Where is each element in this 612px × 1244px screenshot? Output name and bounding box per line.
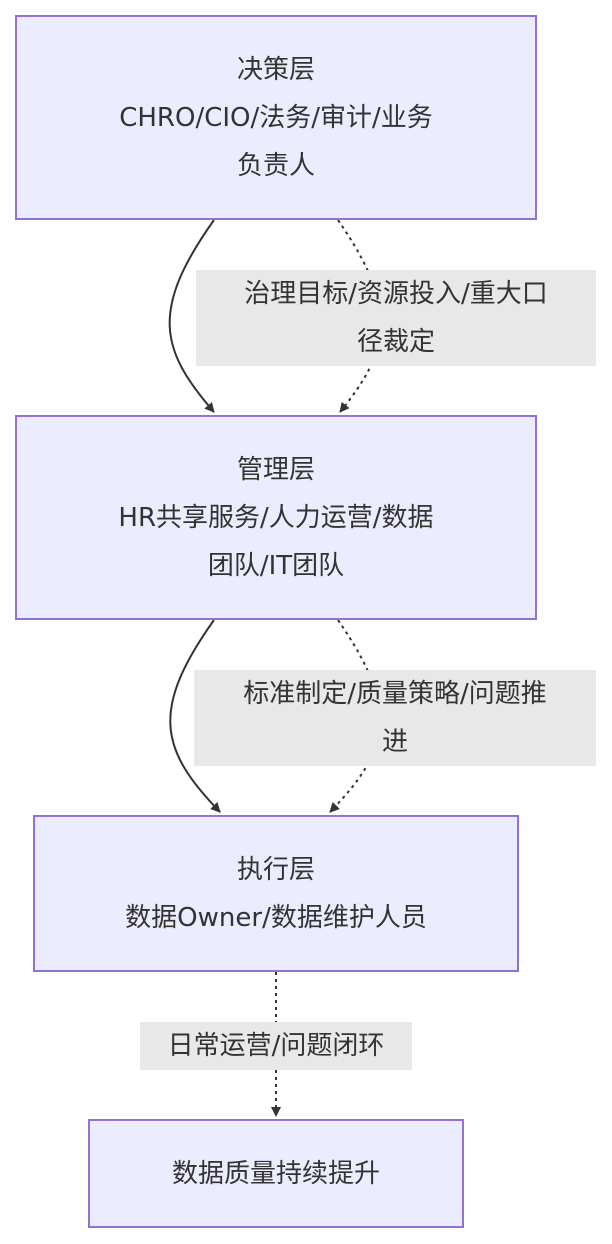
edge-label-management-execution-line-1: 标准制定/质量策略/问题推	[243, 679, 547, 709]
edge-management-execution-solid	[169, 619, 221, 813]
node-management-line-2: HR共享服务/人力运营/数据	[118, 502, 434, 533]
node-decision-line-3: 负责人	[236, 150, 315, 181]
node-execution-line-1: 执行层	[236, 854, 315, 885]
edge-label-execution-outcome-line-1: 日常运营/问题闭环	[167, 1031, 385, 1061]
node-management-line-3: 团队/IT团队	[207, 550, 345, 581]
edge-label-decision-management-line-2: 径裁定	[356, 327, 435, 357]
edge-label-management-execution-line-2: 进	[381, 727, 408, 757]
edge-label-management-execution: 标准制定/质量策略/问题推 进	[194, 670, 596, 766]
node-management-line-1: 管理层	[236, 454, 315, 485]
node-execution-line-2: 数据Owner/数据维护人员	[125, 902, 427, 933]
node-decision-line-1: 决策层	[236, 54, 315, 85]
node-decision-line-2: CHRO/CIO/法务/审计/业务	[119, 102, 433, 133]
node-outcome-line-1: 数据质量持续提升	[171, 1158, 380, 1189]
edge-management-execution-dotted	[329, 619, 381, 813]
node-execution-layer: 执行层 数据Owner/数据维护人员	[33, 815, 519, 972]
node-decision-layer: 决策层 CHRO/CIO/法务/审计/业务 负责人	[15, 15, 537, 220]
edge-decision-management-dotted	[337, 219, 382, 413]
node-management-layer: 管理层 HR共享服务/人力运营/数据 团队/IT团队	[15, 415, 537, 620]
edge-label-decision-management: 治理目标/资源投入/重大口 径裁定	[196, 270, 596, 366]
edge-label-execution-outcome: 日常运营/问题闭环	[140, 1022, 412, 1070]
node-outcome: 数据质量持续提升	[88, 1119, 464, 1228]
edge-decision-management-solid	[168, 219, 215, 413]
edge-label-decision-management-line-1: 治理目标/资源投入/重大口	[244, 279, 548, 309]
